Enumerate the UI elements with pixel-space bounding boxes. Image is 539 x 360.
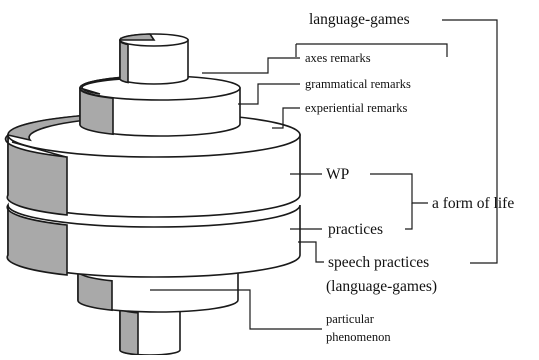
label-language-games-paren: (language-games) [326,278,437,295]
label-axes-remarks: axes remarks [305,51,371,65]
label-grammatical-remarks: grammatical remarks [305,77,411,91]
label-form-of-life: a form of life [432,195,514,212]
middle-cylinder [79,75,241,137]
label-wp: WP [326,166,349,183]
practices-disk [6,202,301,278]
label-speech-practices: speech practices [328,254,429,271]
connector-lines [150,19,498,330]
label-particular: particular [326,312,375,326]
label-phenomenon: phenomenon [326,330,391,344]
label-experiential-remarks: experiential remarks [305,101,408,115]
label-practices: practices [328,221,383,238]
top-cylinder [119,33,189,85]
label-language-games: language-games [309,11,410,28]
stem-cylinder [119,307,181,356]
